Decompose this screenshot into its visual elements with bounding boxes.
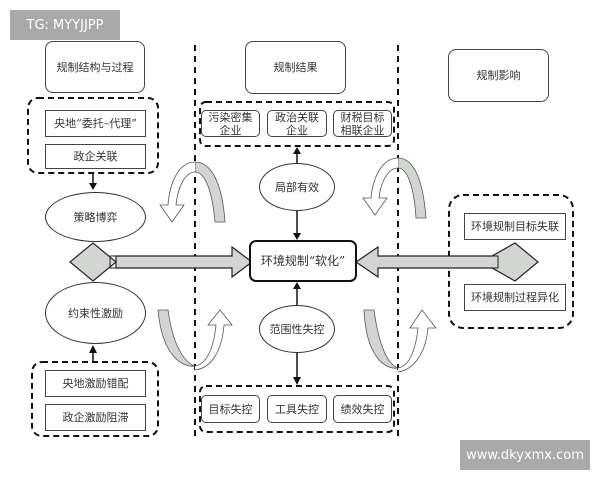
right-diamond-notch [492,255,499,269]
box-government-enterprise-connection: 政企关联 [45,144,146,169]
arrowhead-to-center-top [293,233,301,240]
arrowhead-left-bottom [89,345,97,353]
arrowhead-left-top [89,183,97,190]
ellipse-binding-incentive: 约束性激励 [45,282,146,344]
box-politically-connected-enterprises: 政治关联 企业 [267,110,327,137]
header-regulation-structure-process: 规制结构与过程 [45,41,145,93]
middle-bottom-group-outline [199,385,395,433]
curved-arrow-right-top-shaded [397,157,427,219]
label-line2: 企业 [219,123,242,137]
ellipse-scope-loss-of-control: 范围性失控 [259,305,335,353]
curved-arrow-right-bottom-outline [397,309,437,373]
watermark-top-left: TG: MYYJJPP [10,10,120,40]
box-regulation-process-alienation: 环境规制过程异化 [464,284,566,311]
big-arrow-left-to-center [69,242,253,282]
box-target-loss-of-control: 目标失控 [201,395,260,423]
label-line1: 政治关联 [275,110,319,124]
box-tool-loss-of-control: 工具失控 [267,395,327,423]
label-line1: 财税目标 [340,110,385,124]
curved-arrow-right-bottom-shaded [363,309,399,369]
box-performance-loss-of-control: 绩效失控 [333,395,392,423]
arrowhead-to-center-bottom [293,282,301,289]
box-central-local-principal-agent: 央地“委托–代理” [45,110,146,137]
big-arrow-right-to-center [354,242,539,282]
box-regulation-target-disconnect: 环境规制目标失联 [464,213,566,240]
box-gov-enterprise-incentive-block: 政企激励阻滞 [45,404,146,431]
left-diamond-notch [109,255,116,269]
watermark-bottom-right: www.dkyxmx.com [460,440,590,470]
box-pollution-intensive-enterprises: 污染密集 企业 [201,110,260,137]
curved-arrow-left-bottom-shaded [157,309,196,367]
label-line2: 企业 [286,123,308,137]
arrowhead-to-top-group [293,147,301,154]
curved-arrow-left-bottom-outline [194,309,233,371]
ellipse-strategic-game: 策略博弈 [45,192,146,242]
middle-top-group-outline [199,101,395,147]
curved-arrow-left-top-outline [159,161,196,223]
box-central-local-incentive-mismatch: 央地激励错配 [45,370,146,397]
ellipse-locally-effective: 局部有效 [259,163,335,211]
curved-arrow-left-top-shaded [194,161,226,223]
box-fiscal-target-related-enterprises: 财税目标 相联企业 [333,110,392,137]
label-line2: 相联企业 [340,123,385,137]
header-regulation-impact: 规制影响 [448,49,549,102]
label-line1: 污染密集 [208,110,253,124]
left-bottom-group-outline [31,361,159,437]
curved-arrow-right-top-outline [362,157,399,216]
header-regulation-results: 规制结果 [245,41,346,94]
center-box-regulation-softening: 环境规制“软化” [249,240,357,282]
arrowhead-to-bottom-group [293,377,301,385]
